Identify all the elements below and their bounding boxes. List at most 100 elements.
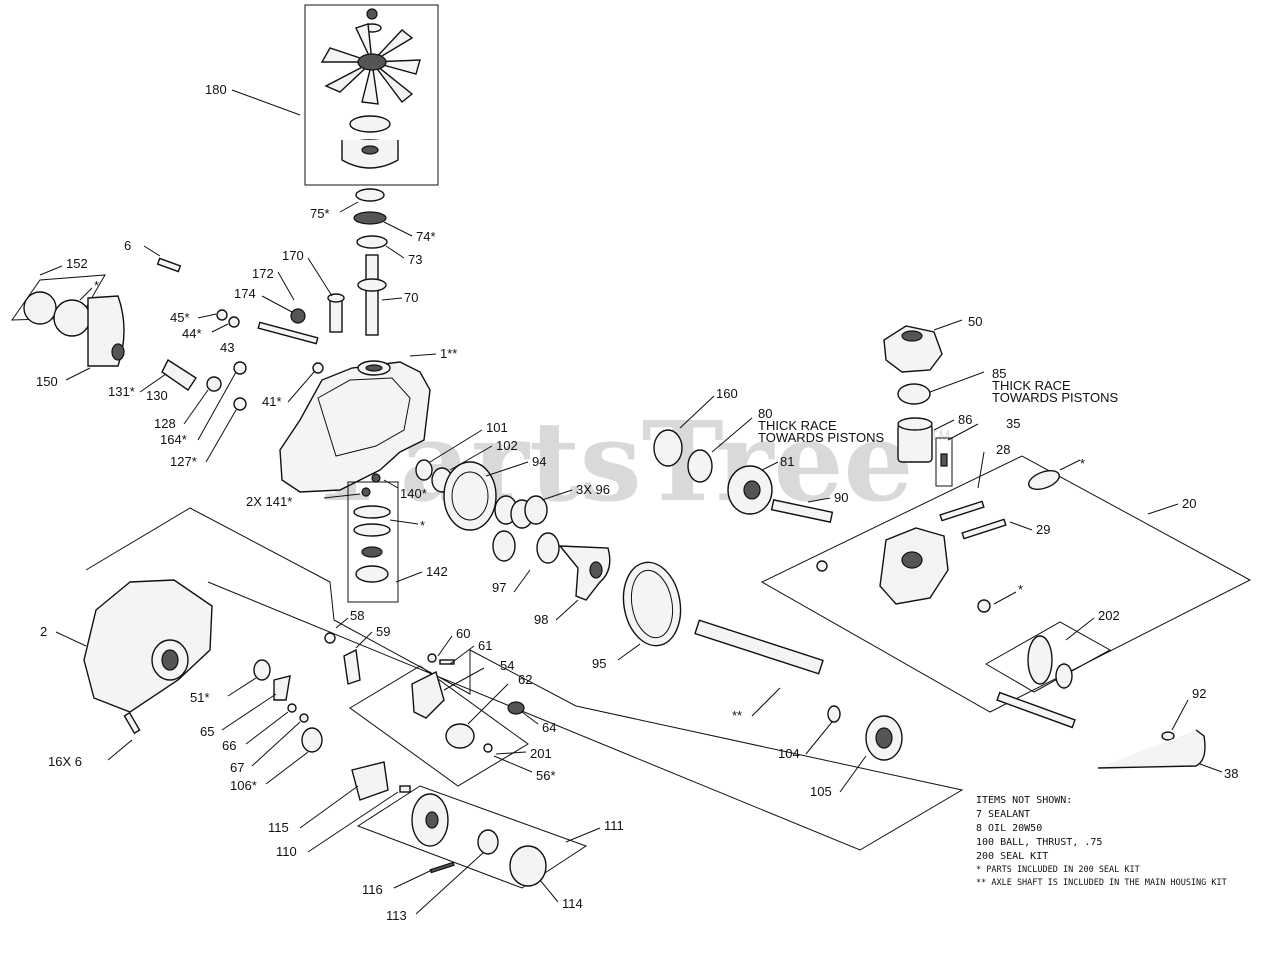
label-80: 80 <box>758 406 772 421</box>
part-51-seal <box>253 659 271 681</box>
label-113: 113 <box>386 908 407 923</box>
leader-star1 <box>79 287 93 301</box>
input-shaft-stack <box>353 188 388 336</box>
leader-54 <box>443 667 485 691</box>
leader-80 <box>711 417 753 453</box>
part-64-spring <box>507 701 525 715</box>
part-116-pin <box>429 861 455 874</box>
part-127 <box>233 397 247 411</box>
label-2: 2 <box>40 624 47 639</box>
label-142: 142 <box>426 564 448 579</box>
bracket-parts <box>324 632 455 685</box>
label-star3: * <box>1080 456 1085 471</box>
part-90-shaft <box>770 499 834 523</box>
axle-small-parts <box>253 659 323 753</box>
part-44 <box>228 316 240 328</box>
bypass-rod <box>996 691 1206 769</box>
housing-cavity <box>317 377 411 457</box>
leader-67 <box>251 721 301 767</box>
part-2-cover <box>83 579 213 713</box>
leader-142 <box>395 571 423 583</box>
label-130: 130 <box>146 388 168 403</box>
label-90: 90 <box>834 490 848 505</box>
label-101: 101 <box>486 420 508 435</box>
part-28-bolt <box>939 500 985 522</box>
part-95-inner <box>630 569 674 639</box>
oring-star <box>1028 470 1060 490</box>
leader-201 <box>495 751 527 755</box>
leader-61 <box>449 645 475 665</box>
label-6: 6 <box>124 238 131 253</box>
label-75: 75* <box>310 206 330 221</box>
label-29: 29 <box>1036 522 1050 537</box>
leader-20 <box>1147 503 1179 515</box>
part-74-seal <box>353 211 387 225</box>
small-fasteners-left <box>156 257 345 411</box>
notes-line-5: * PARTS INCLUDED IN 200 SEAL KIT <box>976 865 1140 875</box>
leader-16x6 <box>107 739 133 761</box>
label-70: 70 <box>404 290 418 305</box>
part-29-bolt <box>961 518 1007 540</box>
part-98-bore <box>589 561 603 579</box>
label-20: 20 <box>1182 496 1196 511</box>
label-85: 85 <box>992 366 1006 381</box>
leader-115 <box>299 785 359 829</box>
leader-62 <box>467 683 509 725</box>
gear-cluster-mid <box>492 530 611 601</box>
leader-star3 <box>1059 459 1081 471</box>
leader-29 <box>1009 521 1033 531</box>
part-62-arm <box>445 723 475 749</box>
leader-92 <box>1171 699 1189 731</box>
part-35-box <box>935 437 953 487</box>
leader-50 <box>933 319 963 331</box>
label-85-text2: TOWARDS PISTONS <box>992 390 1118 405</box>
leader-45 <box>197 313 217 319</box>
leader-94 <box>485 461 529 477</box>
label-65: 65 <box>200 724 214 739</box>
seal-star <box>977 599 991 613</box>
notes-line-6: ** AXLE SHAFT IS INCLUDED IN THE MAIN HO… <box>976 878 1227 888</box>
notes-line-4: 200 SEAL KIT <box>976 851 1048 862</box>
leader-164 <box>197 371 237 441</box>
label-105: 105 <box>810 784 832 799</box>
notes-line-2: 8 OIL 20W50 <box>976 823 1042 834</box>
label-97: 97 <box>492 580 506 595</box>
leader-116 <box>393 869 433 889</box>
part-142-nut <box>361 546 383 558</box>
label-128: 128 <box>154 416 176 431</box>
label-115: 115 <box>268 820 289 835</box>
label-104: 104 <box>778 746 800 761</box>
part-130 <box>161 358 197 391</box>
label-164: 164* <box>160 432 187 447</box>
leader-114 <box>539 879 559 903</box>
part-142-ring-b <box>353 523 391 537</box>
part-38-rod <box>1097 729 1206 769</box>
part-202-kit <box>984 621 1112 693</box>
label-127: 127* <box>170 454 197 469</box>
part-86-top <box>897 417 933 431</box>
part-180-fan-pulley <box>304 4 439 186</box>
part-113-nut <box>477 829 499 855</box>
part-67 <box>299 713 309 723</box>
filter-cap <box>23 291 57 325</box>
leader-star5 <box>751 687 781 717</box>
notes-title: ITEMS NOT SHOWN: <box>976 795 1072 806</box>
leader-66 <box>245 711 289 745</box>
leader-star4 <box>993 591 1017 605</box>
part-101 <box>415 459 433 481</box>
label-60: 60 <box>456 626 470 641</box>
axle-parts <box>622 561 903 761</box>
leader-38 <box>1199 763 1223 773</box>
label-95: 95 <box>592 656 606 671</box>
label-74: 74* <box>416 229 436 244</box>
label-160: 160 <box>716 386 738 401</box>
part-106-seal <box>301 727 323 753</box>
label-50: 50 <box>968 314 982 329</box>
part-141-a <box>361 487 371 497</box>
label-106: 106* <box>230 778 257 793</box>
part-70-gear <box>357 278 387 292</box>
leader-111 <box>565 827 601 843</box>
label-16x6: 16X 6 <box>48 754 82 769</box>
leader-85 <box>929 371 985 393</box>
part-110-key <box>399 785 411 793</box>
